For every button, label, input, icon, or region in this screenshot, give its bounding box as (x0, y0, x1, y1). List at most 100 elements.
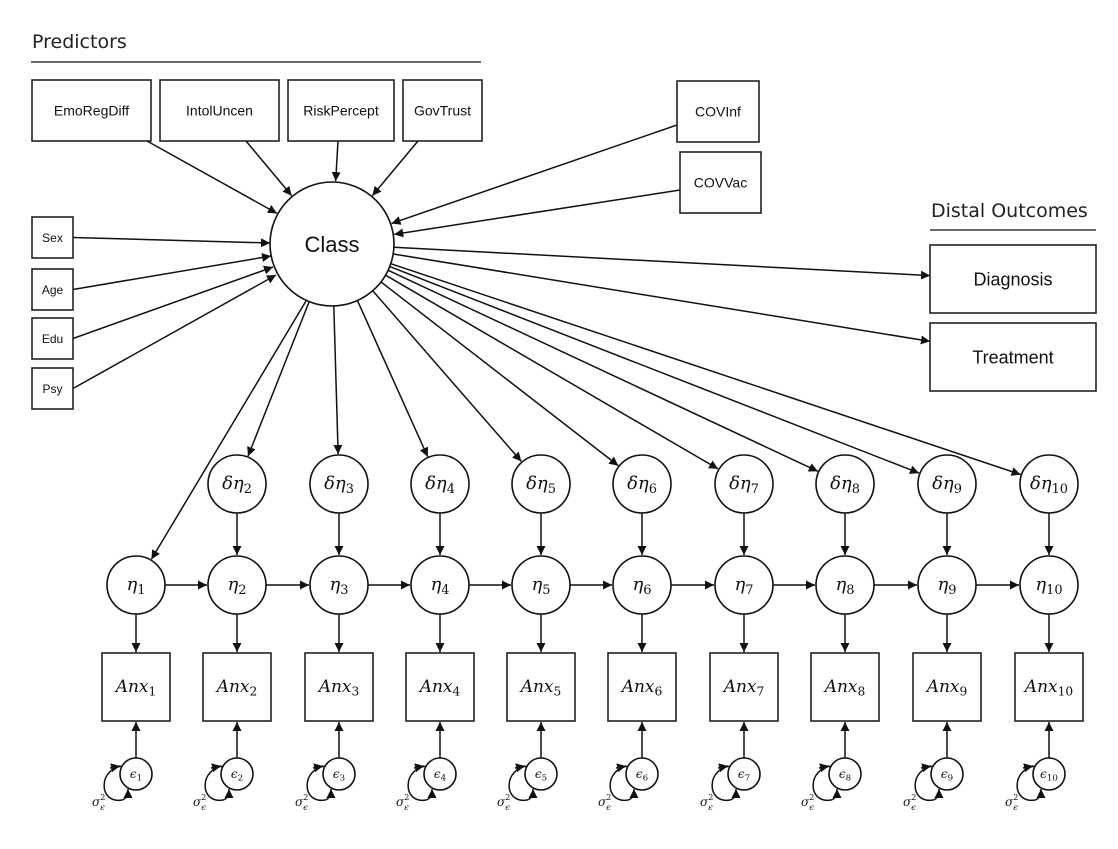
predictor-covinf-box (676, 80, 760, 143)
anx-label: Anx3 (317, 677, 360, 699)
predictors-title: Predictors (32, 31, 127, 53)
eta-circle (309, 555, 369, 615)
anx-box (607, 652, 677, 722)
variance-loop-arrow (920, 763, 932, 773)
outcome-treatment: Treatment (929, 322, 1097, 392)
predictor-edu-box (31, 317, 74, 360)
eta-node-5: η5 (511, 555, 571, 615)
variance-loop-arrow (818, 763, 830, 773)
epsilon-circle (524, 757, 558, 791)
predictor-sex-box (31, 216, 74, 259)
anx-node-3: Anx3 (304, 652, 374, 722)
outcome-diagnosis-label: Diagnosis (973, 269, 1052, 289)
predictor-covinf-label: COVInf (695, 104, 741, 120)
epsilon-circle (625, 757, 659, 791)
predictor-psy-label: Psy (42, 382, 62, 396)
variance-loop-1 (103, 765, 133, 801)
anx-node-7: Anx7 (709, 652, 779, 722)
variance-loop-arrow (312, 763, 324, 773)
delta-eta-node-8: δη8 (815, 454, 875, 514)
delta-eta-circle (410, 454, 470, 514)
eta-label: η7 (734, 574, 753, 598)
delta-eta-circle (1019, 454, 1079, 514)
variance-loop-arrow (717, 763, 729, 773)
anx-node-6: Anx6 (607, 652, 677, 722)
eta-node-10: η10 (1019, 555, 1079, 615)
variance-loop-7 (711, 765, 741, 801)
predictor-age: Age (31, 268, 74, 311)
variance-loop-arrow (514, 763, 526, 773)
eta-label: η9 (937, 574, 956, 598)
delta-eta-node-4: δη4 (410, 454, 470, 514)
edge-class-to-treatment (393, 253, 931, 345)
delta-eta-node-7: δη7 (714, 454, 774, 514)
predictor-riskpercept: RiskPercept (287, 79, 395, 142)
delta-eta-label: δη8 (830, 473, 860, 497)
anx-label: Anx6 (620, 677, 663, 699)
delta-eta-label: δη10 (1030, 473, 1068, 497)
edge-age-to-class (72, 253, 272, 291)
eta-circle (612, 555, 672, 615)
predictor-riskpercept-box (287, 79, 395, 142)
outcome-diagnosis: Diagnosis (929, 244, 1097, 314)
eta-node-7: η7 (714, 555, 774, 615)
epsilon-label: ϵ5 (535, 767, 547, 784)
predictor-age-label: Age (42, 283, 64, 297)
anx-node-5: Anx5 (506, 652, 576, 722)
edge-govtrust-to-class (371, 140, 419, 197)
epsilon-circle (322, 757, 356, 791)
outcome-diagnosis-box (929, 244, 1097, 314)
delta-eta-node-6: δη6 (612, 454, 672, 514)
eta-label: η1 (126, 574, 145, 598)
delta-eta-circle (309, 454, 369, 514)
eta-node-3: η3 (309, 555, 369, 615)
anx-label: Anx8 (823, 677, 866, 699)
delta-eta-node-5: δη5 (511, 454, 571, 514)
distal-outcomes-title: Distal Outcomes (931, 200, 1088, 222)
epsilon-label: ϵ2 (231, 767, 243, 784)
edge-covinf-to-class (391, 124, 678, 225)
delta-eta-circle (917, 454, 977, 514)
variance-loop-6 (609, 765, 639, 801)
delta-eta-node-2: δη2 (207, 454, 267, 514)
anx-box (709, 652, 779, 722)
epsilon-label: ϵ6 (636, 767, 648, 784)
anx-box (912, 652, 982, 722)
variance-loop-arrow (413, 763, 425, 773)
predictor-intoluncen: IntolUncen (159, 79, 280, 142)
delta-eta-label: δη4 (425, 473, 455, 497)
epsilon-circle (930, 757, 964, 791)
epsilon-label: ϵ10 (1040, 767, 1058, 784)
variance-loop-5 (508, 765, 538, 801)
eta-circle (410, 555, 470, 615)
predictor-covinf: COVInf (676, 80, 760, 143)
variance-loop-8 (812, 765, 842, 801)
epsilon-circle (828, 757, 862, 791)
epsilon-label: ϵ3 (333, 767, 345, 784)
delta-eta-circle (612, 454, 672, 514)
epsilon-label: ϵ4 (434, 767, 447, 784)
anx-label: Anx9 (925, 677, 968, 699)
eta-circle (917, 555, 977, 615)
anx-box (1014, 652, 1084, 722)
anx-box (101, 652, 171, 722)
edge-class-to-diagnosis (393, 246, 931, 280)
predictor-covvac-box (679, 151, 762, 214)
predictor-psy-box (31, 367, 74, 410)
class-label: Class (304, 232, 359, 257)
delta-eta-label: δη9 (932, 473, 962, 497)
outcome-treatment-label: Treatment (972, 347, 1053, 367)
delta-eta-node-10: δη10 (1019, 454, 1079, 514)
predictor-age-box (31, 268, 74, 311)
predictor-govtrust: GovTrust (402, 79, 483, 142)
eta-node-6: η6 (612, 555, 672, 615)
